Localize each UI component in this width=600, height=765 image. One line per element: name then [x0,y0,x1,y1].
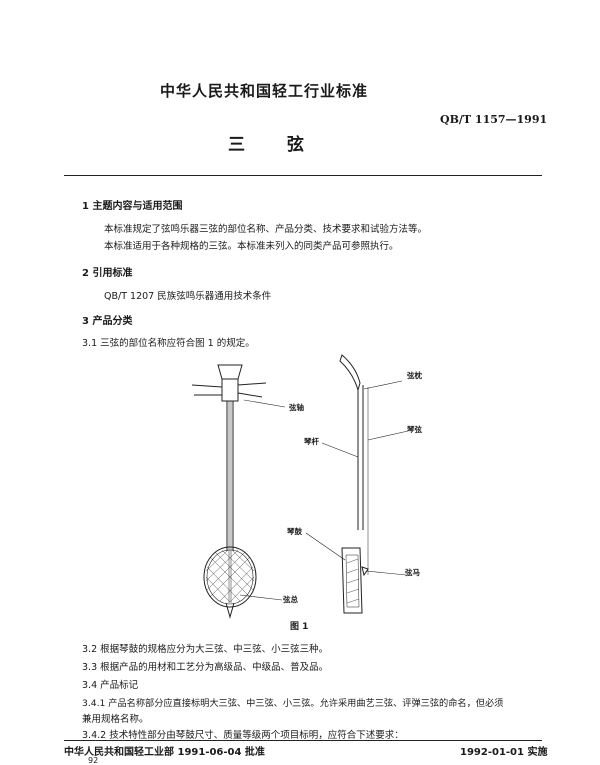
tuning-peg-right-lower [238,393,262,397]
leader-xianma [366,571,406,575]
clause-3-4: 3.4 产品标记 [82,680,139,691]
drum-inner-rim [207,550,253,604]
leader-xianzhen [364,381,402,389]
drum-body [204,547,256,607]
tuning-head-box [222,379,238,401]
effective-date: 1992-01-01 实施 [460,747,548,758]
section-1-para-1: 本标准规定了弦鸣乐器三弦的部位名称、产品分类、技术要求和试验方法等。 [104,224,428,235]
sanxian-diagram [170,345,450,635]
section-1-heading: 1 主题内容与适用范围 [82,201,183,212]
clause-3-4-1-line-2: 兼用规格名称。 [82,714,149,725]
header-rule [64,175,542,176]
clause-3-1: 3.1 三弦的部位名称应符合图 1 的规定。 [82,338,255,349]
label-tuning-peg: 弦轴 [289,403,304,412]
standard-code: QB/T 1157—1991 [440,113,548,126]
label-string: 琴弦 [407,425,422,434]
clause-3-4-1-line-1: 3.4.1 产品名称部分应直接标明大三弦、中三弦、小三弦。允许采用曲艺三弦、评弹… [82,698,504,709]
section-2-heading: 2 引用标准 [82,268,133,279]
side-bridge [362,567,368,575]
clause-3-2: 3.2 根据琴鼓的规格应分为大三弦、中三弦、小三弦三种。 [82,644,329,655]
section-3-heading: 3 产品分类 [82,316,133,327]
issuing-authority-heading: 中华人民共和国轻工行业标准 [160,82,369,100]
leader-qingu [306,533,345,560]
leader-qingan [322,443,358,457]
section-1-para-2: 本标准适用于各种规格的三弦。本标准未列入的同类产品可参照执行。 [104,241,399,252]
tuning-peg-left-upper [192,385,222,387]
figure-caption: 图 1 [290,622,309,632]
footer-rule [64,740,542,741]
page-number: 92 [88,756,99,765]
label-string-nut: 弦枕 [407,371,422,380]
clause-3-3: 3.3 根据产品的用材和工艺分为高级品、中级品、普及品。 [82,662,329,673]
label-bridge: 弦马 [405,568,420,577]
label-drum: 琴鼓 [287,527,302,536]
clause-3-4-2: 3.4.2 技术特性部分由琴鼓尺寸、质量等级两个项目标明，应符合下述要求： [82,730,404,741]
leader-xianzhou [244,400,285,407]
leader-xianzong [240,595,282,600]
side-drum [342,548,362,613]
leader-qinxian [368,431,408,440]
document-title: 三 弦 [228,135,322,155]
approval-line: 中华人民共和国轻工业部 1991-06-04 批准 [64,747,265,758]
tailpiece [226,603,234,617]
scroll-head [340,355,360,390]
tuning-head-top [218,365,242,379]
label-neck: 琴杆 [304,437,319,446]
section-2-reference: QB/T 1207 民族弦鸣乐器通用技术条件 [104,291,272,302]
label-tailpiece: 弦总 [283,595,298,604]
drum-mesh [206,550,254,602]
tuning-peg-right-upper [238,383,266,385]
